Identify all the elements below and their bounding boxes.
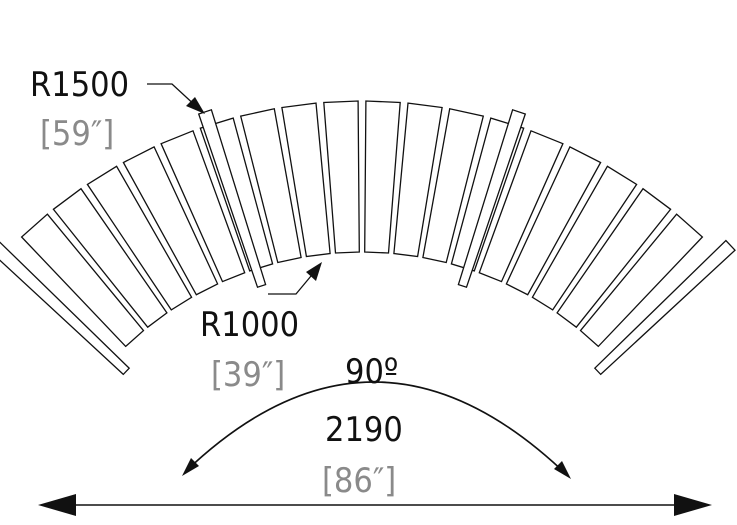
conveyor-slat [422,108,485,264]
conveyor-slat [160,129,246,283]
conveyor-slat [556,187,672,329]
conveyor-slat [122,146,219,296]
chord-imperial: [86″] [322,461,396,501]
support-rail [0,241,131,376]
conveyor-slat [364,100,401,254]
conveyor-slat [281,102,331,258]
conveyor-slat [531,165,638,311]
support-rail [197,108,267,289]
support-rail [593,239,736,376]
conveyor-slats [20,100,704,348]
conveyor-slat [323,100,360,254]
angle-label: 90º [345,352,398,392]
support-rail [457,108,527,289]
side-rails [0,108,736,376]
inner-radius-imperial: [39″] [211,355,285,395]
conveyor-slat [393,102,443,258]
conveyor-slat [239,108,302,264]
overall-width-dimension [38,494,712,516]
chord-label: 2190 [325,410,403,450]
outer-radius-label: R1500 [30,65,129,105]
inner-radius-label: R1000 [200,305,299,345]
outer-radius-imperial: [59″] [40,114,114,154]
inner-radius-leader [268,262,322,295]
conveyor-slat [86,165,193,311]
conveyor-slat [478,129,564,283]
conveyor-slat [52,187,168,329]
conveyor-slat [20,213,145,348]
conveyor-slat [579,213,704,348]
outer-radius-leader [147,83,205,114]
conveyor-slat [505,146,602,296]
angle-dimension-arc [182,381,571,479]
